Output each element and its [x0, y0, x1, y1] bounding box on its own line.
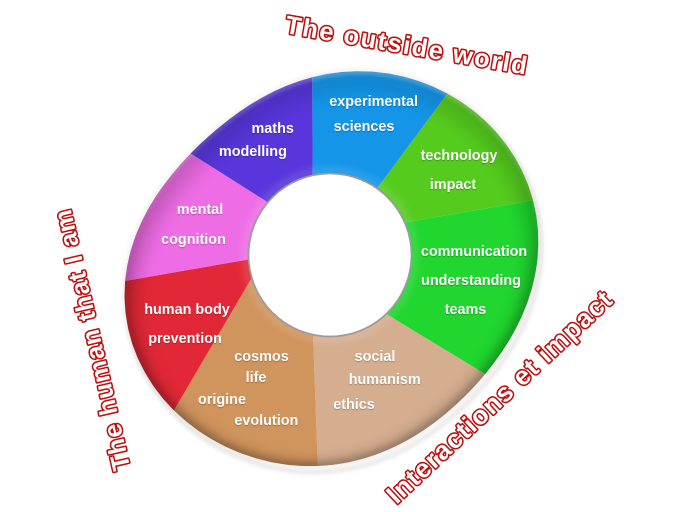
svg-text:The outside world: The outside world [283, 11, 530, 81]
svg-text:The human that I am: The human that I am [49, 206, 137, 473]
